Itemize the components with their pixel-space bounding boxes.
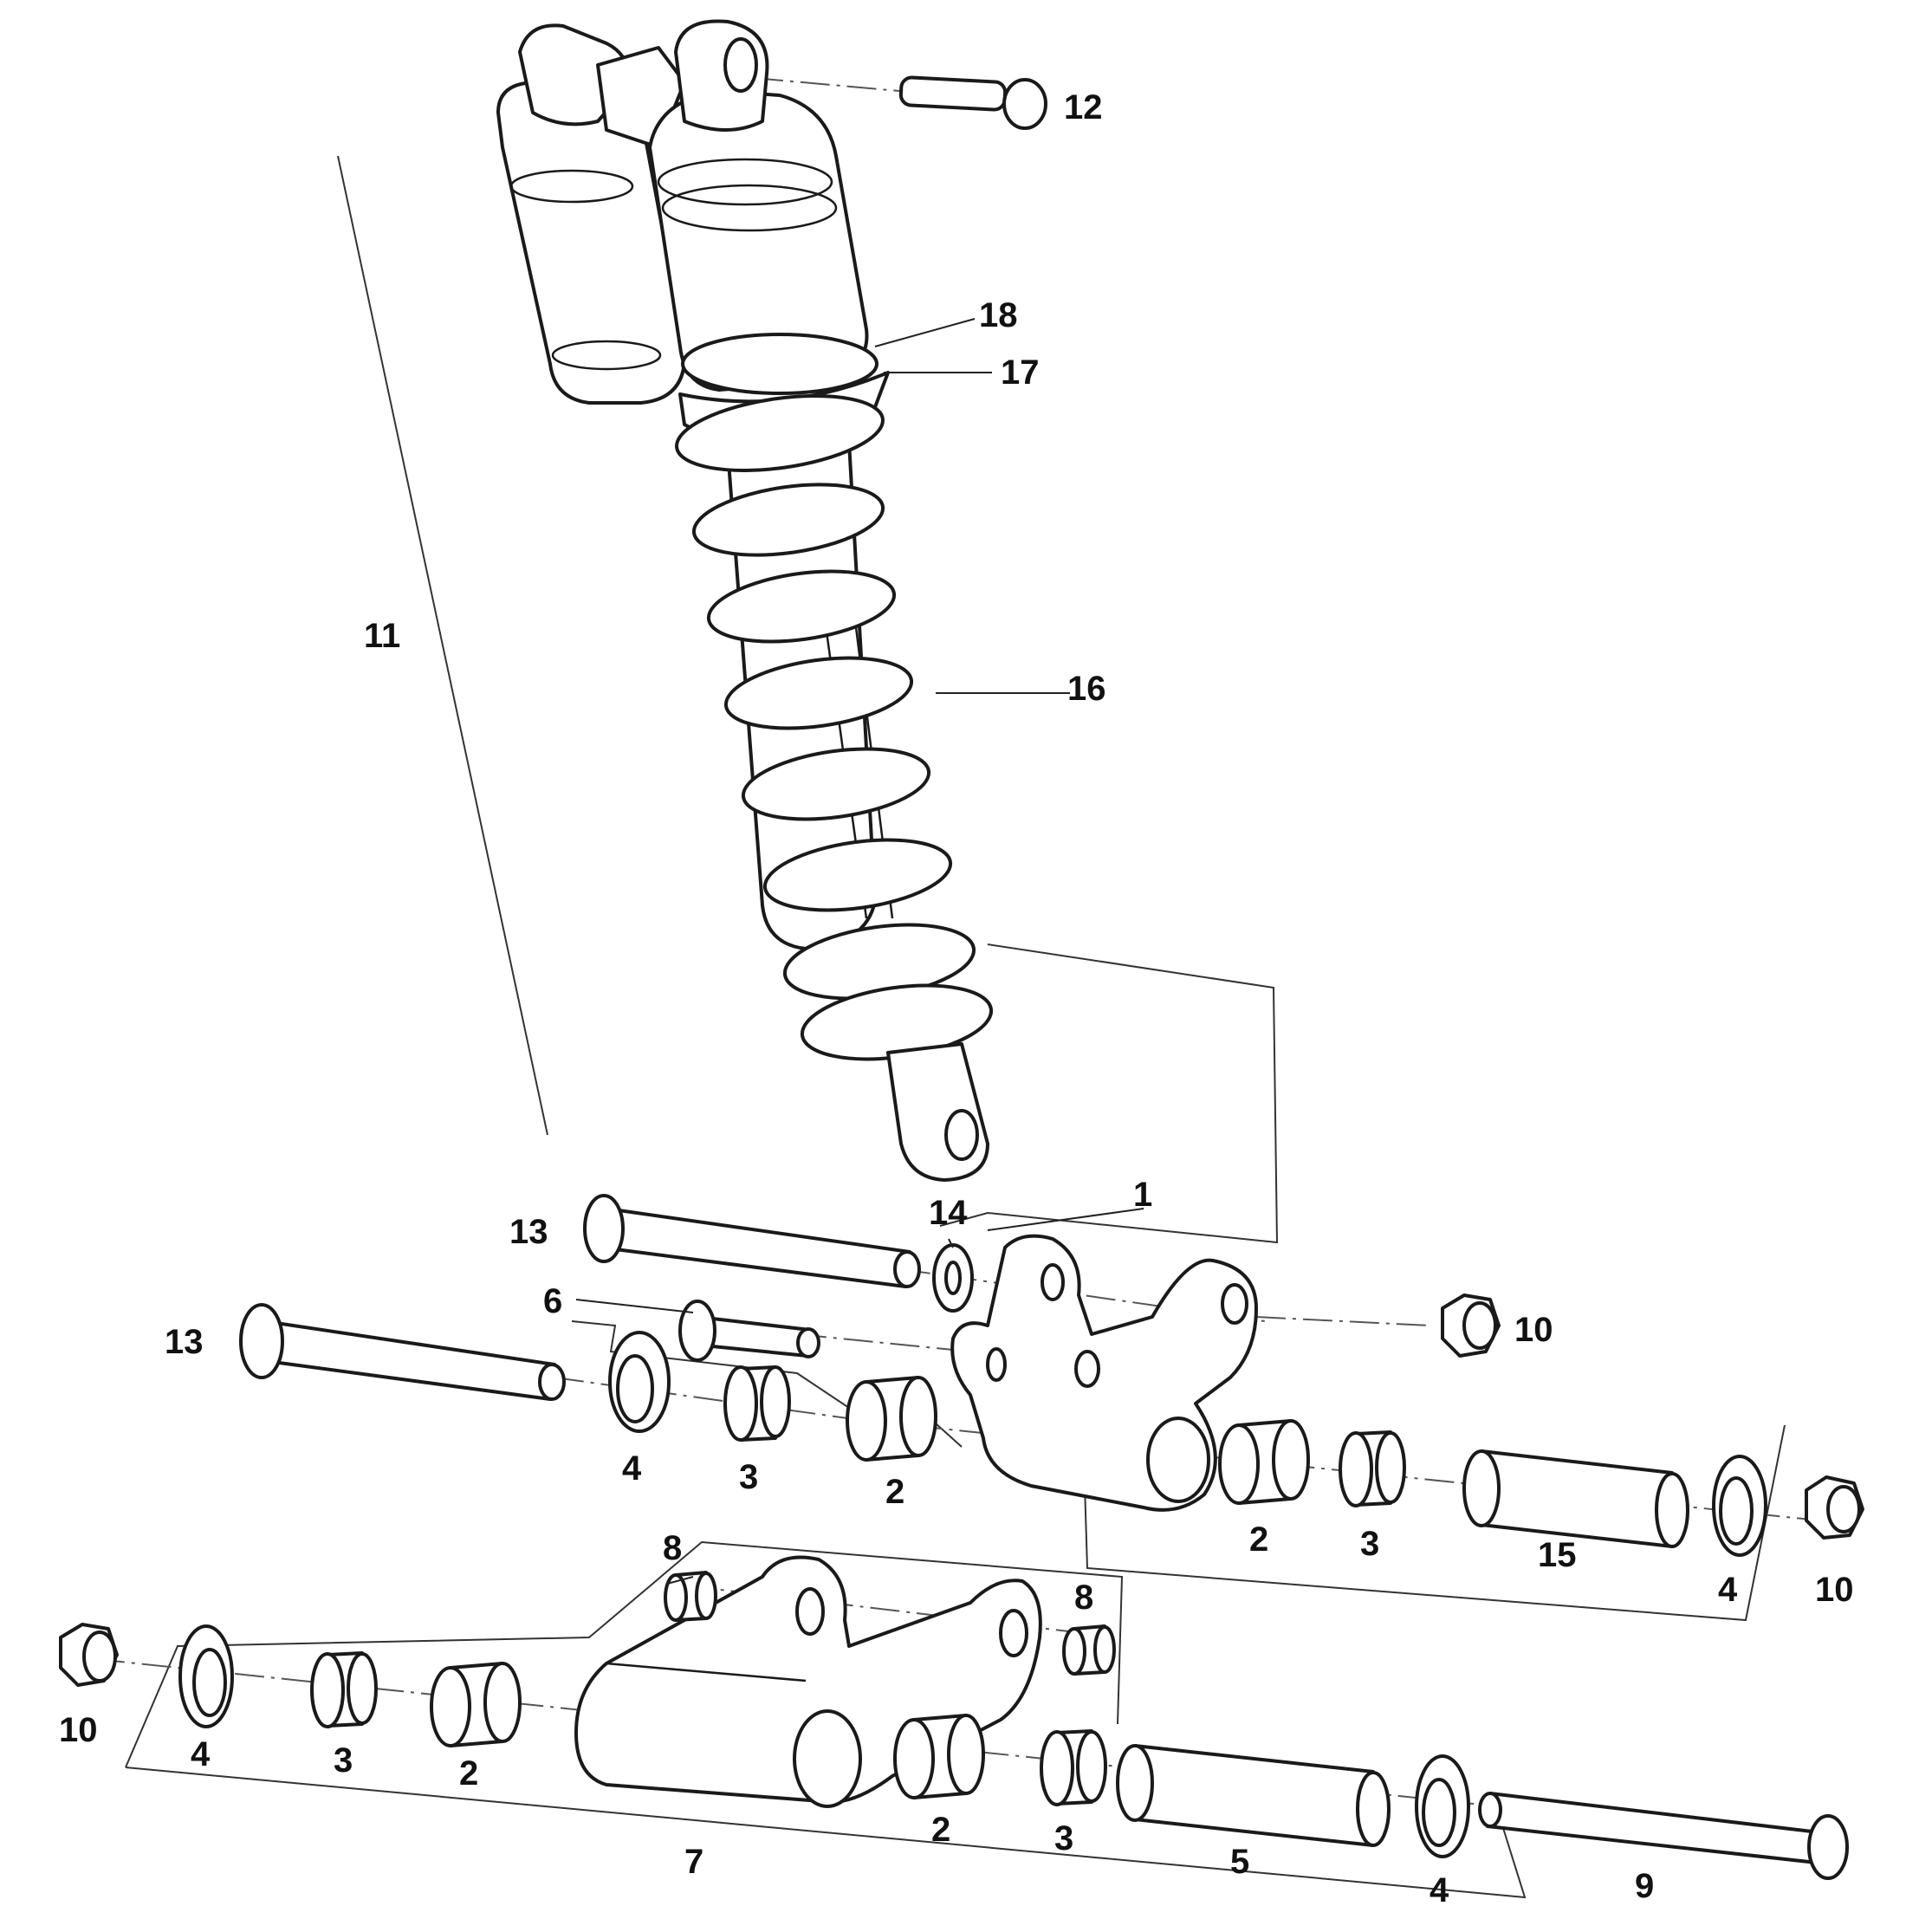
callout-2: 2 [459,1754,478,1793]
seal-4-right[interactable] [1712,1455,1767,1557]
callout-12: 12 [1064,88,1103,126]
leader-1 [987,1208,1144,1231]
callout-17: 17 [1001,353,1040,392]
bearing-3-lower[interactable] [1040,1729,1107,1806]
callout-11: 11 [364,617,400,655]
spacer-2-right[interactable] [1218,1419,1310,1505]
callout-10: 10 [59,1711,98,1749]
link-7-hole-right [999,1609,1028,1657]
group-outline-linkage [939,943,1279,1244]
leader-8-left [666,1576,694,1585]
link-7-hole-left [795,1587,825,1636]
callout-7: 7 [684,1843,703,1881]
body-ring-2 [661,184,838,232]
callout-8: 8 [1074,1579,1093,1617]
preload-collar-18 [681,333,878,395]
axis-10-right [1255,1316,1430,1326]
callout-2: 2 [931,1811,950,1849]
callout-13: 13 [509,1213,548,1251]
spacer-2-left[interactable] [430,1662,522,1747]
top-eye-hole [723,37,758,93]
axis-13-lower [554,1377,867,1422]
callout-13: 13 [165,1323,204,1361]
washer-14[interactable] [932,1243,974,1313]
arm-1-bore [1146,1417,1210,1503]
leader-6 [575,1299,694,1313]
sleeve-5[interactable] [1116,1744,1391,1847]
callout-8: 8 [663,1529,682,1567]
callout-16: 16 [1067,670,1106,708]
callout-4: 4 [622,1449,642,1488]
seal-4-left[interactable] [178,1624,234,1728]
spring-16 [675,394,994,1061]
seal-4-lower[interactable] [1415,1754,1470,1858]
callout-10: 10 [1815,1571,1854,1609]
callout-15: 15 [1538,1536,1577,1574]
callout-14: 14 [929,1194,968,1232]
callout-9: 9 [1635,1867,1654,1905]
reservoir-band [509,169,634,204]
bolt-6[interactable] [678,1300,820,1362]
bearing-3-left[interactable] [310,1651,378,1728]
leader-18 [874,318,976,347]
spacer-2-front[interactable] [846,1376,937,1462]
callout-1: 1 [1133,1176,1152,1214]
leader-14 [948,1238,954,1248]
arm-1-hole-top [1041,1263,1065,1301]
group-outline-11 [337,155,548,1136]
nut-10-right-lower[interactable] [1805,1475,1864,1540]
callout-3: 3 [739,1458,758,1496]
arm-1-hole-left [986,1347,1007,1382]
bolt-13-lower[interactable] [239,1303,566,1401]
callout-18: 18 [979,296,1018,334]
bolt-12[interactable] [898,75,1047,130]
link-7-tube-end [793,1709,862,1808]
callout-3: 3 [334,1741,353,1780]
shock-absorber[interactable] [496,19,995,1182]
arm-1-hole-right [1221,1283,1248,1325]
lower-eye-hole [944,1109,979,1161]
callout-5: 5 [1230,1843,1249,1881]
callout-2: 2 [885,1473,904,1511]
body-ring [657,158,833,206]
shaft-9[interactable] [1478,1792,1849,1880]
group-outline-bottom [125,1767,1527,1899]
linkage-arm-1[interactable] [950,1234,1258,1512]
shock-lower-eye [886,1042,989,1182]
axis-6 [796,1333,971,1352]
arm-1-hole-center [1074,1350,1100,1388]
bush-8-left[interactable] [664,1571,717,1622]
callout-6: 6 [543,1282,562,1320]
callout-4: 4 [191,1735,211,1773]
bolt-13-upper[interactable] [583,1194,921,1288]
bush-8-right[interactable] [1062,1624,1116,1676]
seal-4-front[interactable] [608,1331,671,1433]
bearing-3-front[interactable] [723,1365,791,1442]
sleeve-15[interactable] [1462,1449,1689,1548]
callout-2: 2 [1249,1520,1268,1559]
callout-3: 3 [1360,1525,1379,1563]
callout-3: 3 [1054,1819,1073,1857]
nut-10-right-upper[interactable] [1441,1293,1501,1358]
callout-10: 10 [1514,1311,1553,1349]
bearing-3-right[interactable] [1339,1430,1406,1507]
nut-10-left[interactable] [59,1623,119,1687]
spacer-2-lower[interactable] [893,1714,985,1799]
callout-4: 4 [1430,1871,1449,1909]
callout-4: 4 [1718,1571,1738,1609]
reservoir-band-2 [551,340,662,371]
